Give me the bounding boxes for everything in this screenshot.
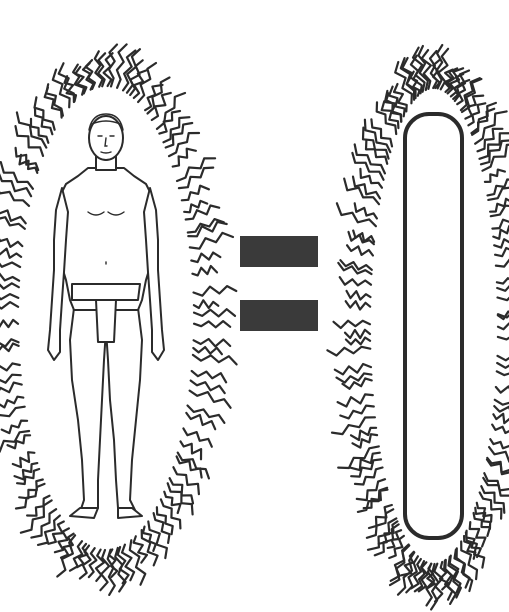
aura-ray xyxy=(494,234,509,248)
aura-ray xyxy=(173,467,199,494)
aura-ray xyxy=(194,339,231,346)
aura-ray xyxy=(340,260,371,270)
equals-sign xyxy=(240,236,318,331)
aura-ray xyxy=(0,290,18,299)
aura-ray xyxy=(188,406,225,423)
human-figure xyxy=(48,114,164,518)
aura-ray xyxy=(340,277,371,285)
aura-ray xyxy=(35,97,55,129)
aura-ray xyxy=(192,266,217,275)
aura-ray xyxy=(183,428,211,446)
aura-ray xyxy=(497,275,509,284)
aura-ray xyxy=(194,309,235,316)
aura-ray xyxy=(355,203,377,218)
aura-ray xyxy=(19,480,43,499)
equals-bar-top xyxy=(240,236,318,267)
aura-ray xyxy=(0,272,19,280)
aura-ray xyxy=(345,330,370,338)
aura-ray xyxy=(0,301,18,309)
aura-ray xyxy=(0,320,18,328)
aura-ray xyxy=(27,496,49,516)
aura-ray xyxy=(186,413,215,429)
aura-ray xyxy=(194,300,218,308)
aura-ray xyxy=(346,301,371,309)
aura-ray xyxy=(496,386,509,398)
aura-ray xyxy=(193,355,237,365)
aura-ray xyxy=(0,248,21,258)
aura-ray xyxy=(89,548,97,577)
aura-ray xyxy=(192,371,226,382)
aura-ray xyxy=(347,291,371,300)
aura-ray xyxy=(347,245,373,255)
human-feet xyxy=(70,508,142,518)
aura-ray xyxy=(327,347,370,356)
aura-ray xyxy=(0,279,19,288)
aura-ray xyxy=(117,44,127,87)
aura-ray xyxy=(16,484,45,509)
aura-ray xyxy=(0,235,22,247)
aura-ray xyxy=(498,324,509,331)
aura-ray xyxy=(496,256,509,267)
aura-ray xyxy=(194,286,237,296)
aura-ray xyxy=(154,513,170,543)
human-loincloth xyxy=(72,284,140,300)
aura-ray xyxy=(497,371,509,382)
aura-ray xyxy=(489,447,509,472)
equals-bar-bottom xyxy=(240,300,318,331)
aura-ray xyxy=(0,383,22,397)
aura-ray xyxy=(0,205,26,224)
bar-object xyxy=(405,114,462,538)
aura-ray xyxy=(492,425,509,438)
aura-ray xyxy=(193,347,222,354)
aura-ray xyxy=(334,321,371,328)
aura-ray xyxy=(191,253,220,263)
aura-ray xyxy=(493,414,509,425)
aura-ray xyxy=(353,434,378,447)
aura-ray xyxy=(498,334,509,342)
aura-ray xyxy=(86,60,95,89)
aura-ray xyxy=(485,170,505,182)
aura-ray xyxy=(0,363,20,374)
aura-ray xyxy=(194,321,230,327)
aura-ray xyxy=(181,441,202,459)
human-loincloth-front xyxy=(96,300,116,342)
aura-ray xyxy=(498,290,509,300)
aura-ray xyxy=(0,397,23,408)
aura-ray xyxy=(487,458,509,478)
